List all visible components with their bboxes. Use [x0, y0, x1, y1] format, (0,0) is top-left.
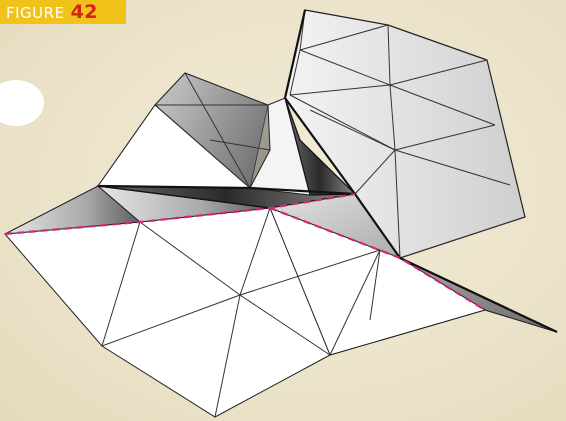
origami-fold-diagram: [0, 0, 566, 421]
figure-page: FIGURE42: [0, 0, 566, 421]
